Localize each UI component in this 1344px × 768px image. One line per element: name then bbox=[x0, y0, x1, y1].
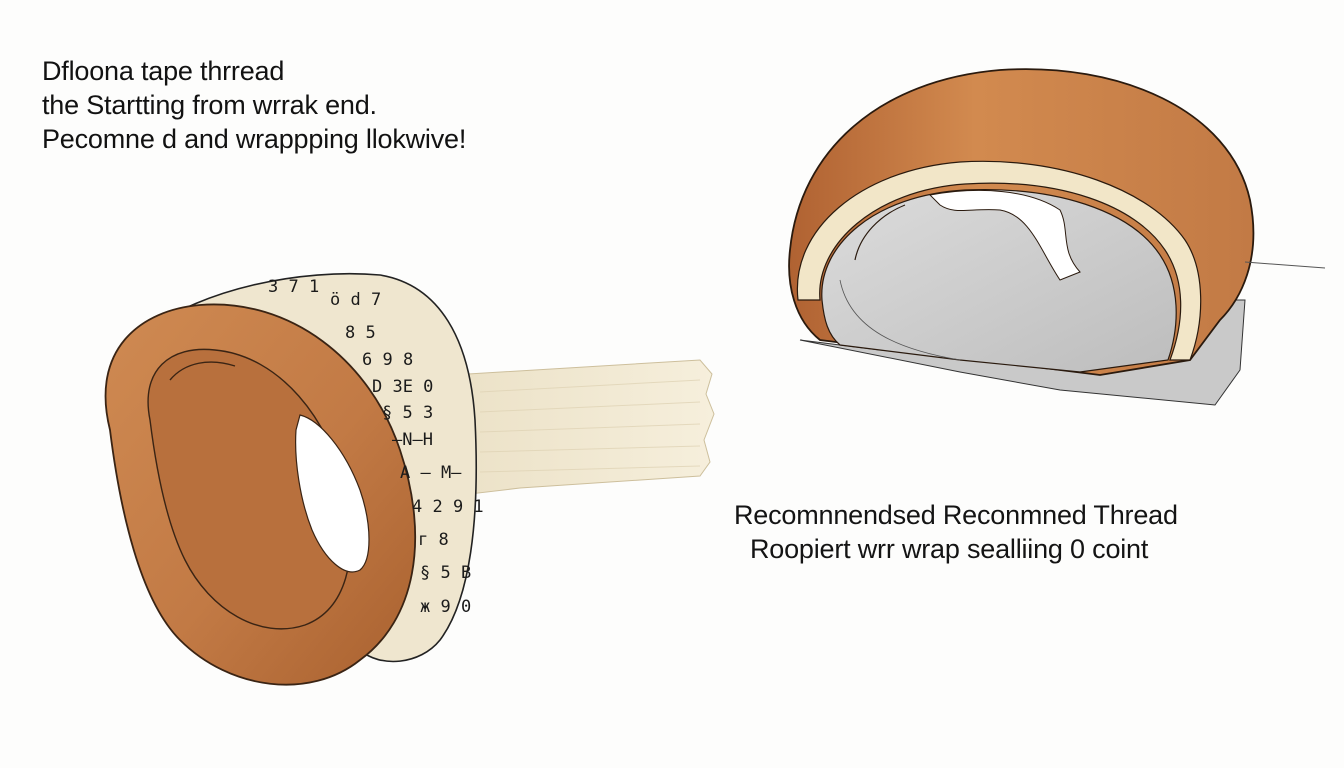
tape-marking: D 3E 0 bbox=[372, 377, 433, 397]
tape-marking: 8 5 bbox=[345, 323, 376, 343]
callout-line-2: Roopiert wrr wrap sealliing 0 coint bbox=[750, 534, 1149, 564]
tape-marking: 4 2 9 1 bbox=[412, 497, 484, 517]
tape-roll-right bbox=[788, 68, 1326, 406]
tape-marking: 6 9 8 bbox=[362, 350, 413, 370]
tape-marking: ö d 7 bbox=[330, 290, 381, 310]
core-opening bbox=[928, 189, 1081, 281]
callout-text: Recomnnendsed Reconmned Thread Roopiert … bbox=[734, 498, 1178, 566]
tape-marking: г 8 bbox=[418, 530, 449, 550]
pointer-line bbox=[1244, 261, 1326, 269]
instruction-line-2: the Startting from wrrak end. bbox=[42, 90, 377, 120]
tape-marking: —N—H bbox=[392, 430, 433, 450]
callout-line-1: Recomnnendsed Reconmned Thread bbox=[734, 500, 1178, 530]
tape-marking: § 5 B bbox=[420, 563, 471, 583]
instruction-line-3: Pecomne d and wrappping llokwive! bbox=[42, 124, 467, 154]
tape-marking: ж 9 0 bbox=[420, 597, 471, 617]
gray-core bbox=[821, 188, 1177, 373]
tape-marking: A — M— bbox=[400, 463, 462, 483]
instruction-line-1: Dfloonа tape thrread bbox=[42, 56, 285, 86]
tape-strip bbox=[467, 359, 715, 495]
tape-marking: 3 7 1 bbox=[268, 277, 319, 297]
tape-layer-rim bbox=[796, 160, 1202, 361]
tape-marking: § 5 3 bbox=[382, 403, 433, 423]
tape-markings: 3 7 1 ö d 7 8 5 6 9 8 D 3E 0 § 5 3 —N—H A — M— 4… bbox=[268, 277, 484, 617]
tape-roll-left bbox=[104, 272, 715, 686]
instruction-text: Dfloonа tape thrread the Startting from … bbox=[42, 54, 466, 156]
ring-hole bbox=[295, 414, 370, 573]
